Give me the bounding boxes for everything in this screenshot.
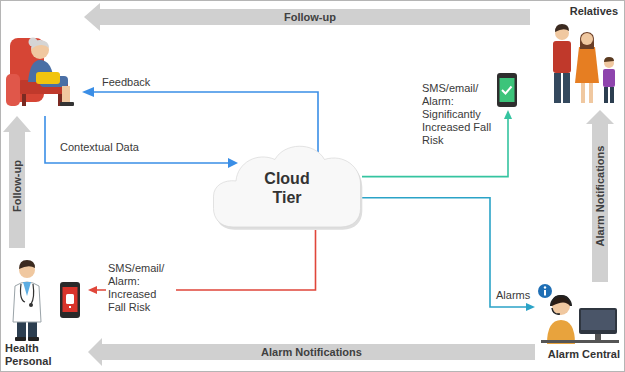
- follow-up-arrow-left: [3, 116, 31, 248]
- flow-arrow: [592, 124, 608, 282]
- alarm-central-group: Alarm Central: [535, 282, 622, 368]
- edge-label: Alarm Notifications: [259, 346, 364, 359]
- edge-label: SMS/email/ Alarm: Significantly Increase…: [420, 82, 496, 147]
- follow-up-arrow-top: [84, 3, 530, 31]
- label-holder: Feedback: [100, 76, 152, 89]
- family-icon: [492, 3, 622, 110]
- cloud-node: Cloud Tier: [212, 138, 362, 230]
- elderly-person-figure: [6, 38, 74, 107]
- edge-label: SMS/email/ Alarm: Increased Fall Risk: [106, 262, 176, 314]
- node-title: Relatives: [532, 5, 618, 18]
- arrow-label: Contextual Data: [58, 141, 141, 154]
- node-title: Health Personal: [5, 342, 75, 368]
- flow-arrow: [102, 344, 535, 360]
- label-holder: Alarms: [494, 289, 534, 302]
- label-holder: SMS/email/ Alarm: Significantly Increase…: [420, 82, 492, 147]
- node-title: Cloud Tier: [259, 169, 315, 207]
- contextual-data-arrow: [45, 116, 238, 168]
- edge-label: Alarms: [494, 289, 538, 302]
- health-personal-group: Health Personal: [3, 252, 88, 370]
- flow-label: Follow-up: [282, 11, 338, 24]
- relatives-group: Relatives: [492, 3, 622, 110]
- label-holder: SMS/email/ Alarm: Increased Fall Risk: [106, 262, 172, 314]
- edge-label: Alarm Notifications: [594, 144, 607, 249]
- label-holder: Contextual Data: [58, 141, 141, 154]
- arrow-label: Feedback: [100, 76, 152, 89]
- flow-label: Follow-up: [11, 158, 24, 214]
- node-title: Alarm Central: [537, 348, 620, 361]
